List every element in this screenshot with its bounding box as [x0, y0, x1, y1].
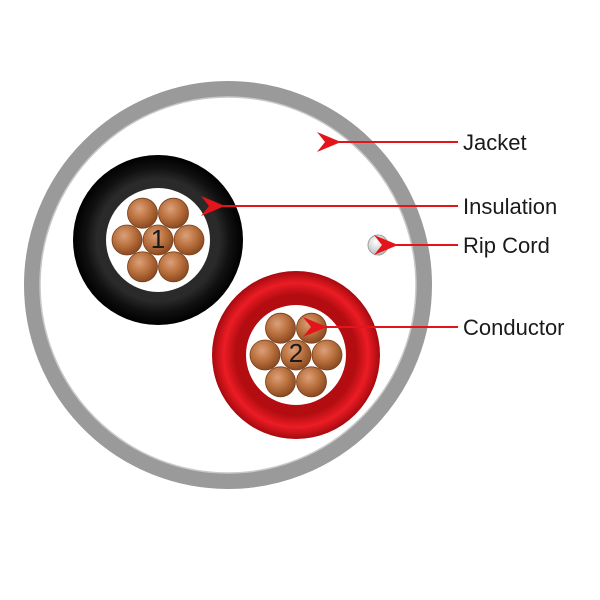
conductor-1-strands [111, 197, 205, 283]
conductor-1-strand-4 [111, 224, 143, 256]
rip-cord-label: Rip Cord [463, 233, 550, 258]
jacket-ring [24, 81, 432, 489]
conductor-2-number: 2 [289, 338, 303, 368]
conductor-2-strand-2 [296, 366, 327, 398]
conductor-2-group: 2 [212, 271, 380, 439]
conductor-label: Conductor [463, 315, 565, 340]
conductor-2-strand-4 [249, 339, 281, 371]
jacket-label: Jacket [463, 130, 527, 155]
conductor-2-strand-5 [265, 312, 296, 344]
jacket-inner-edge [39, 96, 417, 474]
conductor-1-strand-7 [142, 224, 174, 256]
insulation-label: Insulation [463, 194, 557, 219]
conductor-1-strand-1 [173, 224, 205, 256]
conductor-1-strand-3 [127, 251, 158, 283]
conductor-2-strand-7 [280, 339, 312, 371]
conductor-1-strand-5 [127, 197, 158, 229]
conductor-1-strand-6 [158, 197, 189, 229]
conductor-1-number: 1 [151, 224, 165, 254]
conductor-2-strand-1 [311, 339, 343, 371]
conductor-2-strand-3 [265, 366, 296, 398]
rip-cord [367, 234, 389, 256]
conductor-1-group: 1 [73, 155, 243, 325]
conductor-1-strand-2 [158, 251, 189, 283]
